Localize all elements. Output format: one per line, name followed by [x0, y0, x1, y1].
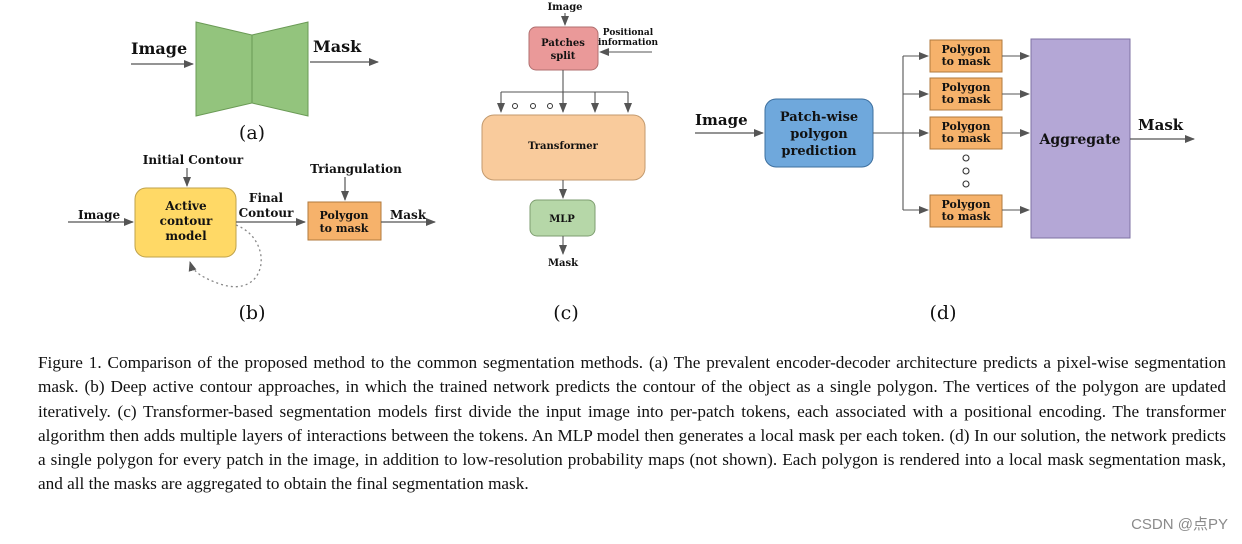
patchwise-label-1: Patch-wise [780, 110, 858, 125]
token-ellipsis-dot [530, 103, 536, 109]
patches-split-label-1: Patches [541, 38, 585, 49]
polygon-ellipsis-dot [962, 154, 970, 162]
panel-d-output-label: Mask [1138, 116, 1184, 134]
panel-c: Image Patches split Positional informati… [481, 2, 659, 324]
transformer-label: Transformer [528, 141, 599, 152]
positional-info-label-2: information [598, 38, 659, 48]
panel-c-input-label: Image [547, 2, 582, 13]
panel-b-sublabel: (b) [239, 302, 266, 324]
panel-d: Image Patch-wise polygon prediction Poly… [695, 38, 1195, 324]
decoder-shape [251, 21, 309, 117]
patchwise-label-3: prediction [781, 144, 857, 159]
panel-d-sublabel: (d) [930, 302, 957, 324]
figure-caption: Figure 1. Comparison of the proposed met… [38, 353, 1226, 494]
token-ellipsis-dot [512, 103, 518, 109]
encoder-shape [195, 21, 253, 117]
panel-d-polygon-4-label-1: Polygon [942, 198, 991, 211]
panel-d-polygon-1-label-2: to mask [942, 55, 991, 68]
active-contour-label-3: model [165, 229, 207, 243]
final-contour-label-1: Final [249, 191, 284, 205]
figure-diagram: Image Mask (a) Initial Contour Image Act… [68, 2, 1195, 324]
panel-a-input-label: Image [131, 39, 187, 58]
panel-c-output-label: Mask [548, 258, 579, 269]
panel-b-polygon-label-1: Polygon [320, 209, 369, 222]
triangulation-label: Triangulation [310, 162, 402, 176]
panel-c-sublabel: (c) [553, 302, 578, 324]
panel-d-polygon-box-2 [929, 77, 1003, 111]
watermark-text: CSDN @点PY [1131, 516, 1228, 533]
final-contour-label-2: Contour [239, 206, 295, 220]
panel-b-output-label: Mask [390, 208, 427, 222]
panel-d-polygon-box-3 [929, 116, 1003, 150]
token-ellipsis-dot [547, 103, 553, 109]
aggregate-box [1030, 38, 1131, 239]
patchwise-label-2: polygon [790, 127, 848, 142]
positional-info-label-1: Positional [603, 28, 654, 38]
panel-a: Image Mask (a) [131, 21, 379, 144]
panel-b-input-label: Image [78, 208, 120, 222]
panel-d-polygon-3-label-2: to mask [942, 132, 991, 145]
panel-b: Initial Contour Image Active contour mod… [68, 153, 436, 324]
initial-contour-label: Initial Contour [143, 153, 244, 167]
polygon-ellipsis-dot [962, 180, 970, 188]
panel-a-output-label: Mask [313, 37, 362, 56]
aggregate-label: Aggregate [1039, 132, 1121, 148]
panel-d-polygon-2-label-1: Polygon [942, 81, 991, 94]
mlp-label: MLP [549, 214, 575, 225]
panel-d-input-label: Image [695, 111, 748, 129]
panel-b-polygon-label-2: to mask [320, 222, 369, 235]
panel-d-polygon-1-label-1: Polygon [942, 43, 991, 56]
panel-b-polygon-box [307, 201, 382, 241]
panel-d-polygon-2-label-2: to mask [942, 93, 991, 106]
patches-split-label-2: split [551, 51, 576, 62]
active-contour-label-2: contour [160, 214, 213, 228]
polygon-ellipsis-dot [962, 167, 970, 175]
panel-d-polygon-3-label-1: Polygon [942, 120, 991, 133]
panel-d-polygon-box-4 [929, 194, 1003, 228]
active-contour-label-1: Active [164, 199, 207, 213]
panel-a-sublabel: (a) [239, 122, 265, 144]
panel-d-polygon-4-label-2: to mask [942, 210, 991, 223]
